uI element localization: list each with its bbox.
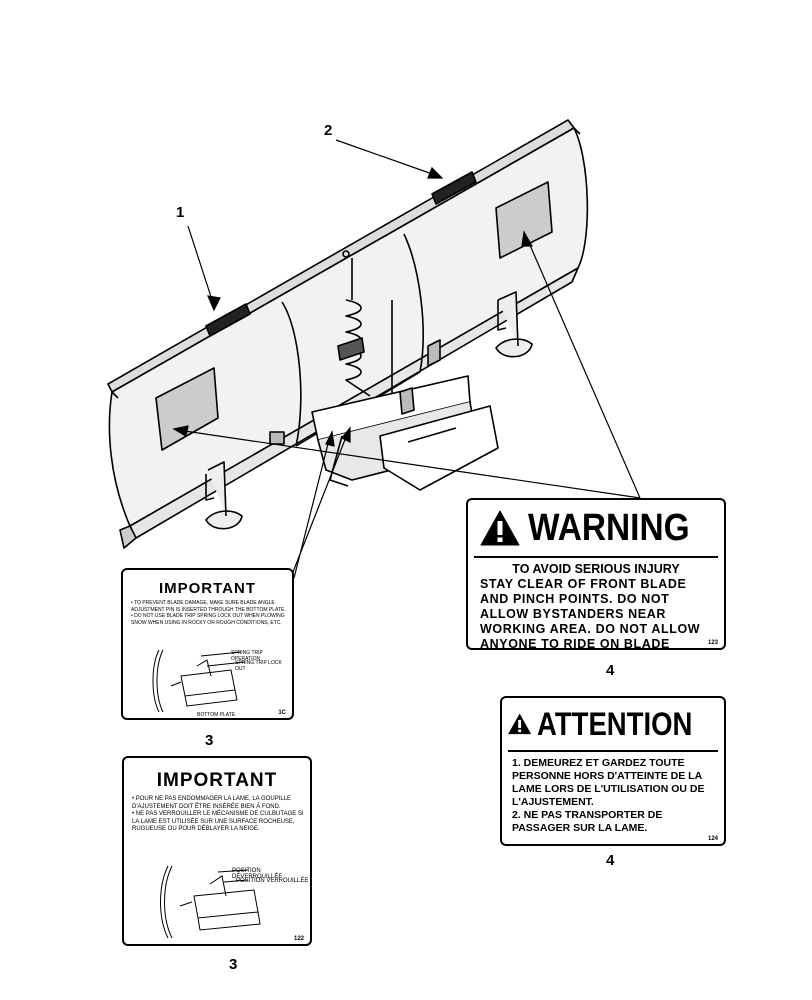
attention-header: ATTENTION [508, 698, 718, 752]
attention-decal: ATTENTION 1. DEMEUREZ ET GARDEZ TOUTE PE… [500, 696, 726, 846]
callout-1: 1 [176, 204, 185, 221]
warning-line: AND PINCH POINTS. DO NOT [480, 592, 670, 606]
warning-heading: WARNING [528, 506, 690, 549]
callout-4-warning: 4 [606, 662, 615, 679]
center-section [281, 301, 302, 447]
blade-brand-decal [431, 171, 477, 205]
callout-4-attention: 4 [606, 852, 615, 869]
shoe-right [495, 291, 533, 358]
warning-body: STAY CLEAR OF FRONT BLADE AND PINCH POIN… [468, 576, 724, 652]
warning-decal-number: 123 [707, 640, 718, 646]
attention-item-2: 2. NE PAS TRANSPORTER DE PASSAGER SUR LA… [512, 809, 663, 834]
blade-model-decal [205, 303, 251, 337]
important-label: SPRING TRIP LOCK OUT [235, 660, 282, 672]
important-bullet: • POUR NE PAS ENDOMMAGER LA LAME, LA GOU… [132, 796, 292, 810]
important-label: POSITION VERROUILLÉE [236, 878, 309, 884]
callout-3-english: 3 [205, 732, 214, 749]
warning-decal: WARNING TO AVOID SERIOUS INJURY STAY CLE… [466, 498, 726, 652]
warning-line: ANYONE TO RIDE ON BLADE [480, 637, 670, 651]
attention-body: 1. DEMEUREZ ET GARDEZ TOUTE PERSONNE HOR… [502, 752, 724, 835]
important-decal-number: 122 [293, 936, 304, 942]
attention-heading: ATTENTION [537, 705, 693, 742]
blade-decal-left [155, 367, 219, 451]
blade-mount-sketch [152, 649, 246, 713]
warning-line: ALLOW BYSTANDERS NEAR [480, 607, 666, 621]
blade-mount-sketch [160, 865, 261, 939]
warning-line: STAY CLEAR OF FRONT BLADE [480, 577, 687, 591]
important-bullet: • DO NOT USE BLADE TRIP SPRING LOCK OUT … [131, 613, 285, 626]
blade-decal-right [495, 181, 553, 259]
important-label: POSITION DÉVERROUILLÉE [232, 868, 283, 880]
important-label: BOTTOM PLATE [197, 712, 236, 718]
important-decal-english: IMPORTANT • TO PREVENT BLADE DAMAGE, MAK… [121, 568, 294, 720]
attention-item-1: 1. DEMEUREZ ET GARDEZ TOUTE PERSONNE HOR… [512, 757, 705, 808]
warning-triangle-icon [480, 510, 520, 546]
attention-decal-number: 124 [707, 836, 718, 842]
warning-header: WARNING [474, 500, 718, 558]
warning-subheading: TO AVOID SERIOUS INJURY [512, 562, 680, 576]
important-heading: IMPORTANT [156, 770, 278, 791]
callout-3-french: 3 [229, 956, 238, 973]
callout-2: 2 [324, 122, 333, 139]
warning-triangle-icon [508, 713, 531, 735]
shoe-left [205, 461, 243, 530]
important-decal-number: 1C [278, 710, 286, 716]
important-label: SPRING TRIP OPERATION [231, 650, 263, 662]
warning-line: WORKING AREA. DO NOT ALLOW [480, 622, 701, 636]
important-decal-french: IMPORTANT • POUR NE PAS ENDOMMAGER LA LA… [122, 756, 312, 946]
important-bullet: • TO PREVENT BLADE DAMAGE, MAKE SURE BLA… [131, 600, 286, 613]
important-heading: IMPORTANT [158, 580, 257, 597]
important-bullet: • NE PAS VERROUILLER LE MÉCANISME DE CUL… [132, 811, 304, 832]
